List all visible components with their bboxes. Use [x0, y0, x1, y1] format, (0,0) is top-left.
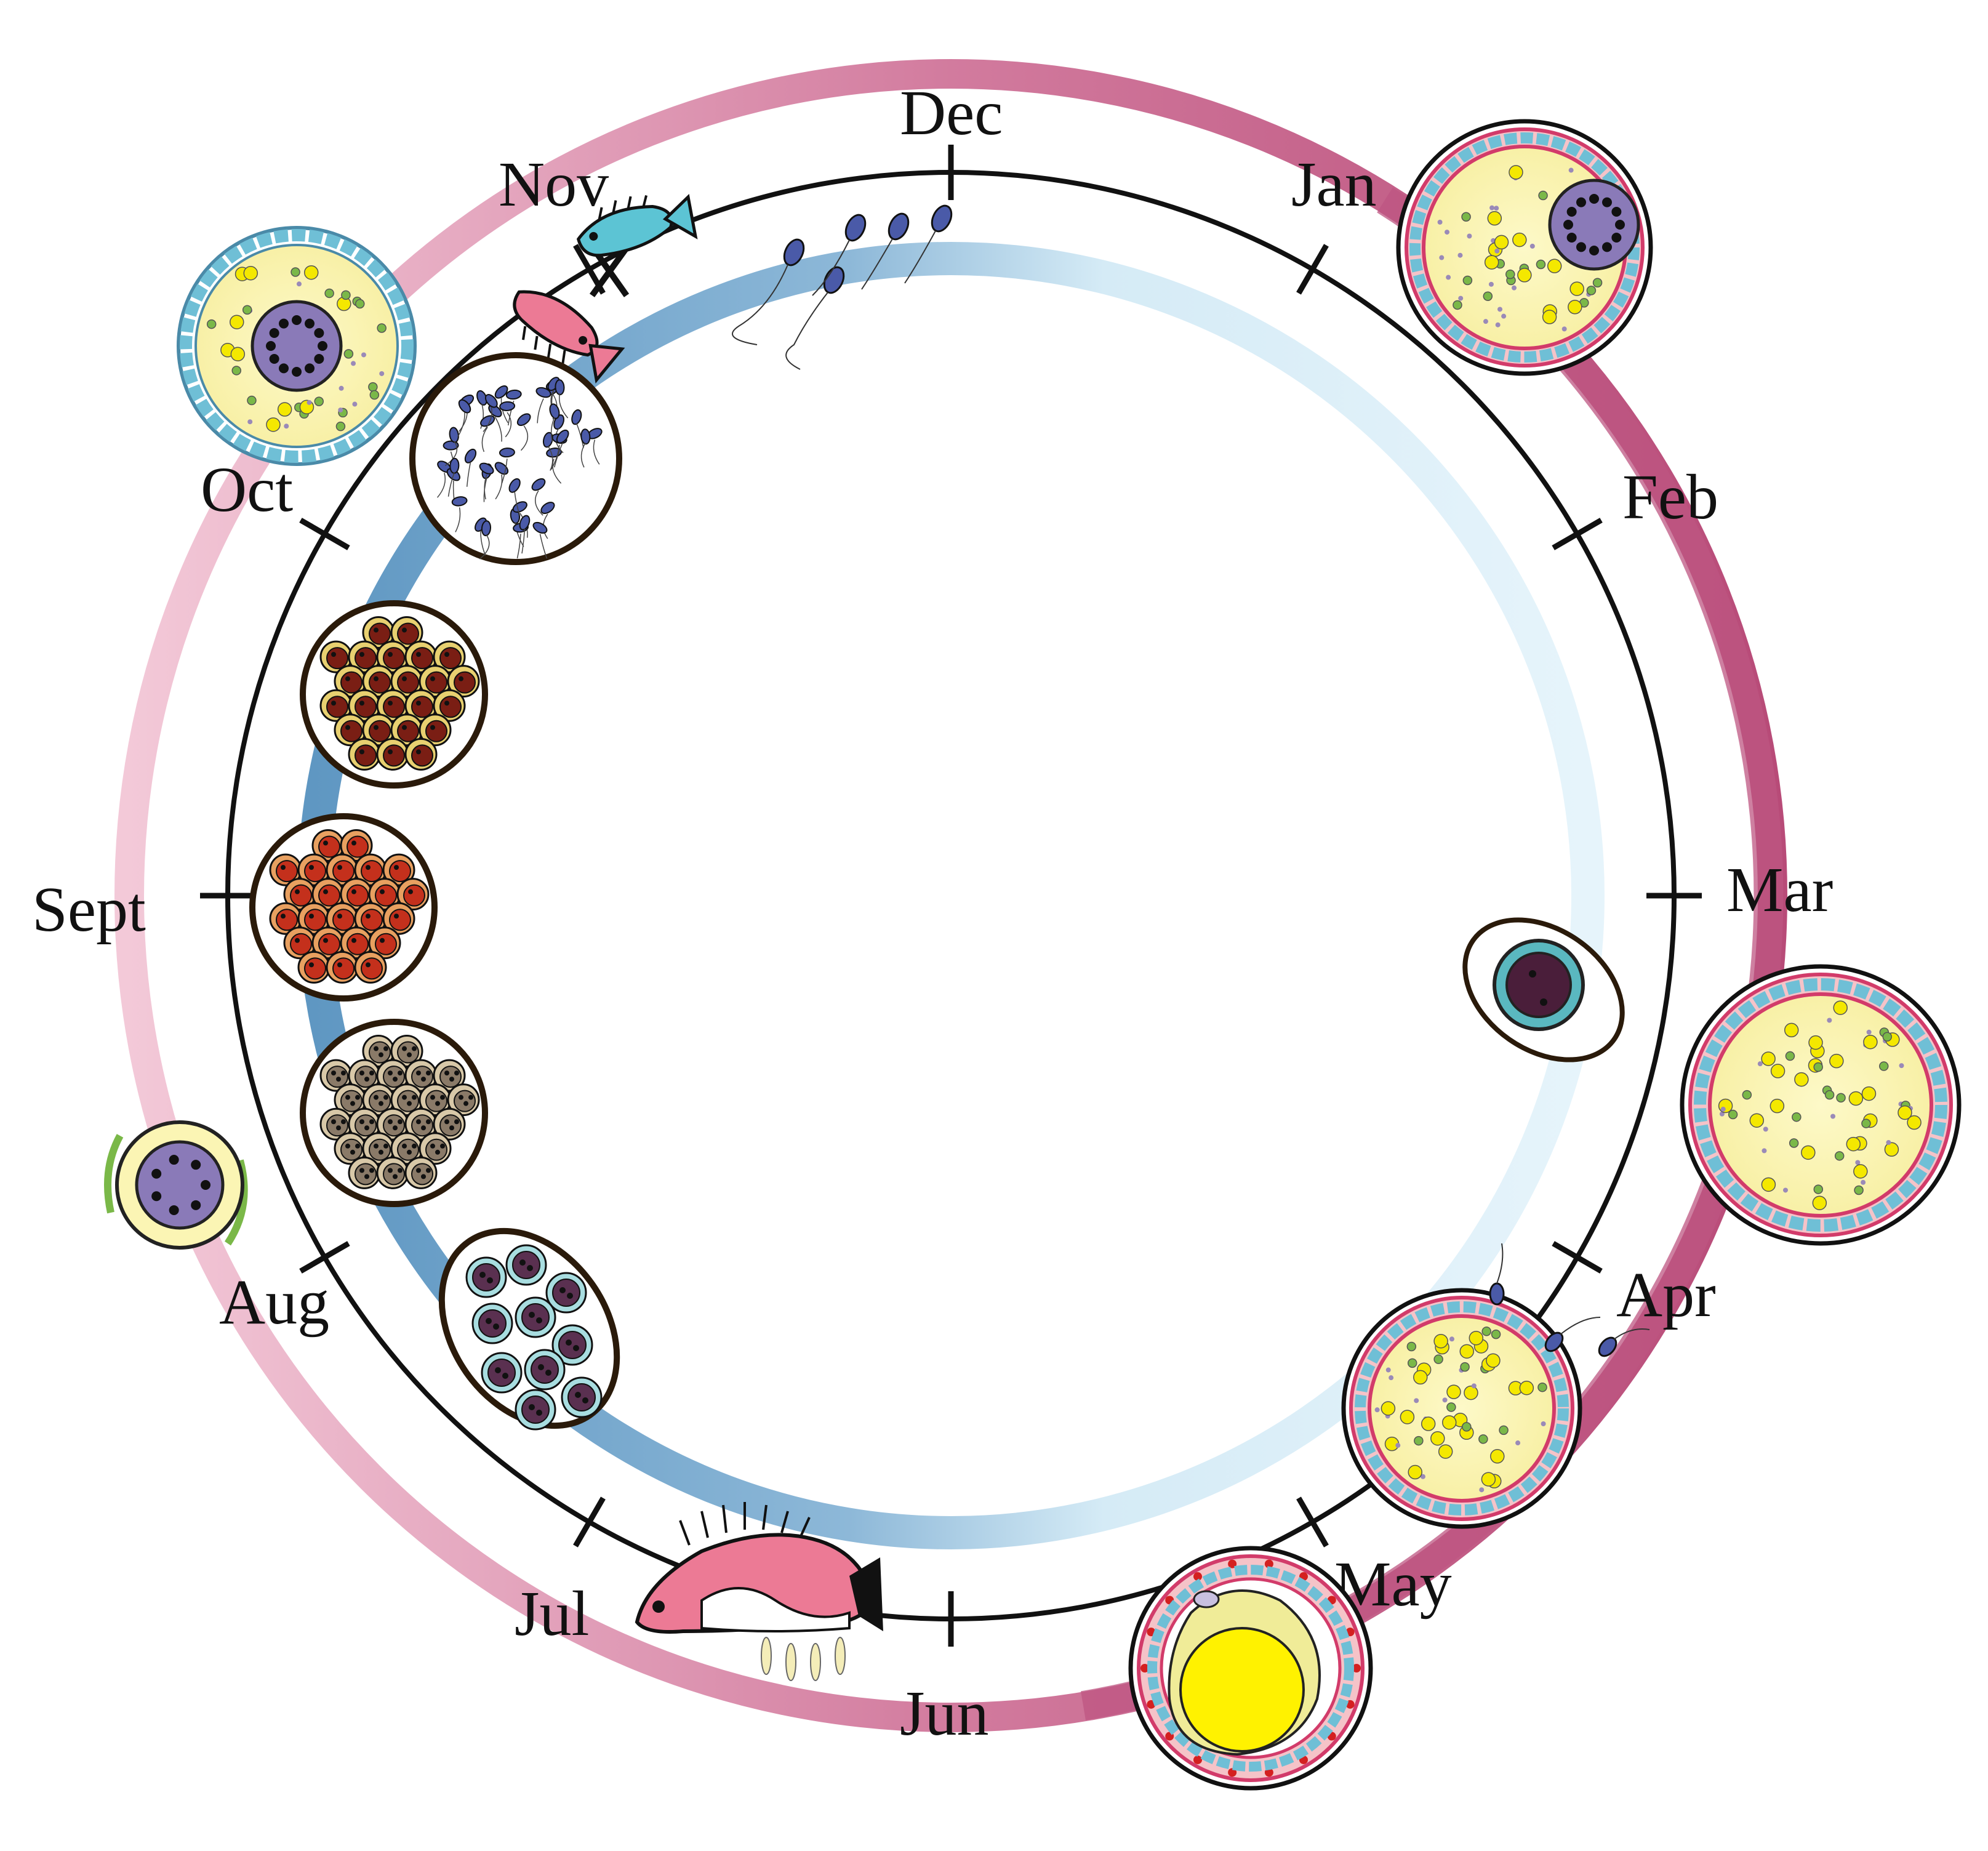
month-label-jan: Jan: [1291, 149, 1377, 220]
embryo-may-icon: [1128, 1546, 1373, 1791]
testis-section-icon: [409, 352, 622, 565]
month-label-feb: Feb: [1622, 462, 1718, 532]
oocyte-aug-icon: [104, 1120, 248, 1250]
sperm-cells-apr-icon: [1489, 1243, 1650, 1357]
eggs-dark-red-cluster: [300, 600, 488, 789]
female-fish-with-larvae-icon: [635, 1502, 883, 1681]
tick-feb: [1552, 518, 1603, 550]
tick-oct: [299, 518, 350, 550]
oocyte-mar-icon: [1680, 964, 1962, 1246]
month-label-oct: Oct: [201, 454, 293, 525]
sperm-cells-icon: [732, 204, 953, 370]
oocyte-oct-icon: [177, 226, 417, 466]
tick-apr: [1552, 1241, 1603, 1274]
zygote-icon: [1462, 917, 1625, 1062]
month-label-sept: Sept: [32, 874, 146, 945]
eggs-cyan-oval-cluster: [438, 1227, 620, 1431]
oocyte-apr-icon: [1341, 1288, 1582, 1529]
month-label-jun: Jun: [900, 1678, 988, 1749]
month-labels: Dec Jan Feb Mar Apr May Jun Jul Aug Sept…: [32, 78, 1833, 1749]
month-ticks: [200, 145, 1702, 1647]
tick-jan: [1296, 244, 1329, 295]
month-label-aug: Aug: [219, 1267, 329, 1338]
month-label-jul: Jul: [515, 1578, 589, 1649]
oocyte-jan-icon: [1396, 119, 1653, 376]
month-label-dec: Dec: [900, 78, 1003, 148]
month-label-mar: Mar: [1726, 854, 1833, 925]
tick-jul: [573, 1496, 606, 1548]
eggs-orange-red-cluster: [249, 813, 438, 1002]
tick-may: [1296, 1496, 1329, 1548]
month-label-apr: Apr: [1616, 1259, 1716, 1330]
eggs-cluster-icon: [249, 600, 620, 1431]
tick-aug: [299, 1241, 350, 1274]
spawning-fish-pair-icon: [513, 193, 698, 383]
month-label-nov: Nov: [499, 149, 609, 220]
eggs-brown-cluster: [300, 1019, 488, 1207]
